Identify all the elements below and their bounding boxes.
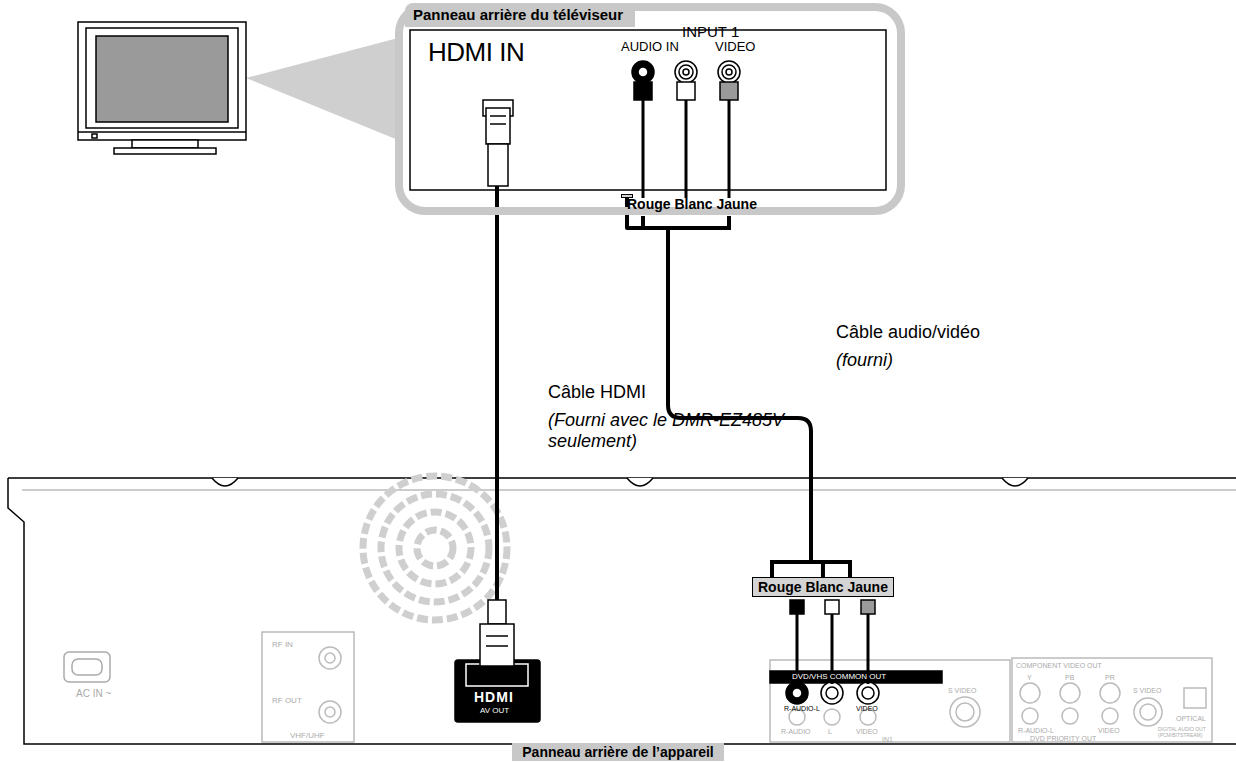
jack-label: VIDEO [1098, 727, 1120, 735]
color-key-box: Rouge Blanc Jaune [752, 577, 894, 597]
jack-label: L [828, 728, 832, 736]
cable-label: Câble audio/vidéo [836, 322, 980, 343]
jack-group-label: IN1 [882, 736, 893, 744]
jack-label: VIDEO [715, 39, 755, 54]
tv-rear-panel: Panneau arrière du téléviseurHDMI IN INPU… [395, 3, 905, 215]
recorder-rear-panel: Rouge Blanc Jaune [8, 478, 1236, 744]
jack-group-label: COMPONENT VIDEO OUT [1016, 662, 1102, 670]
cable-note: (Fourni avec le DMR-EZ485V seulement) [548, 410, 798, 451]
tv-rear-panel-drawing [410, 30, 886, 228]
jack-label: S VIDEO [1133, 687, 1161, 695]
node-text: Panneau arrière de l’appareil [522, 744, 713, 760]
terminal-label: VHF/UHF [290, 731, 325, 740]
jack-label: S VIDEO [948, 687, 976, 695]
panel-heading: Panneau arrière du téléviseur [405, 3, 635, 27]
jack-label: OPTICAL [1176, 715, 1206, 723]
port-logo: HDMI [474, 689, 514, 705]
jack-label: DIGITAL AUDIO OUT (PCM/BITSTREAM) [1158, 727, 1208, 739]
jack-label: AUDIO IN [621, 39, 679, 54]
jack-label: PB [1065, 674, 1074, 682]
color-key-box: Rouge Blanc Jaune [621, 194, 633, 198]
socket-label: AC IN ~ [76, 688, 111, 700]
cable-label: Câble HDMI [548, 382, 646, 403]
jack-group-label: DVD/VHS COMMON OUT [790, 672, 888, 681]
terminal-label: RF OUT [272, 696, 302, 705]
jack-label: R-AUDIO-L [1018, 727, 1054, 735]
jack-label: R-AUDIO-L [784, 705, 820, 713]
jack-label: VIDEO [856, 705, 878, 713]
cable [495, 215, 499, 478]
jack-group-label: DVD PRIORITY OUT [1030, 735, 1096, 743]
port-label: AV OUT [480, 706, 509, 715]
input-label: INPUT 1 [682, 23, 739, 40]
cable [627, 198, 823, 577]
panel-caption-box: Panneau arrière de l’appareil [512, 743, 723, 761]
node-text: Rouge Blanc Jaune [627, 196, 757, 212]
tv-set [78, 22, 398, 154]
node-text: Rouge Blanc Jaune [758, 579, 888, 595]
recorder-rear-panel [8, 476, 1236, 744]
cable-note: (fourni) [836, 350, 893, 371]
terminal-label: RF IN [272, 640, 293, 649]
jack-label: R-AUDIO [781, 728, 811, 736]
jack-label: PR [1105, 674, 1115, 682]
jack-label: Y [1027, 674, 1032, 682]
jack-label: VIDEO [856, 728, 878, 736]
port-label: HDMI IN [428, 37, 524, 67]
